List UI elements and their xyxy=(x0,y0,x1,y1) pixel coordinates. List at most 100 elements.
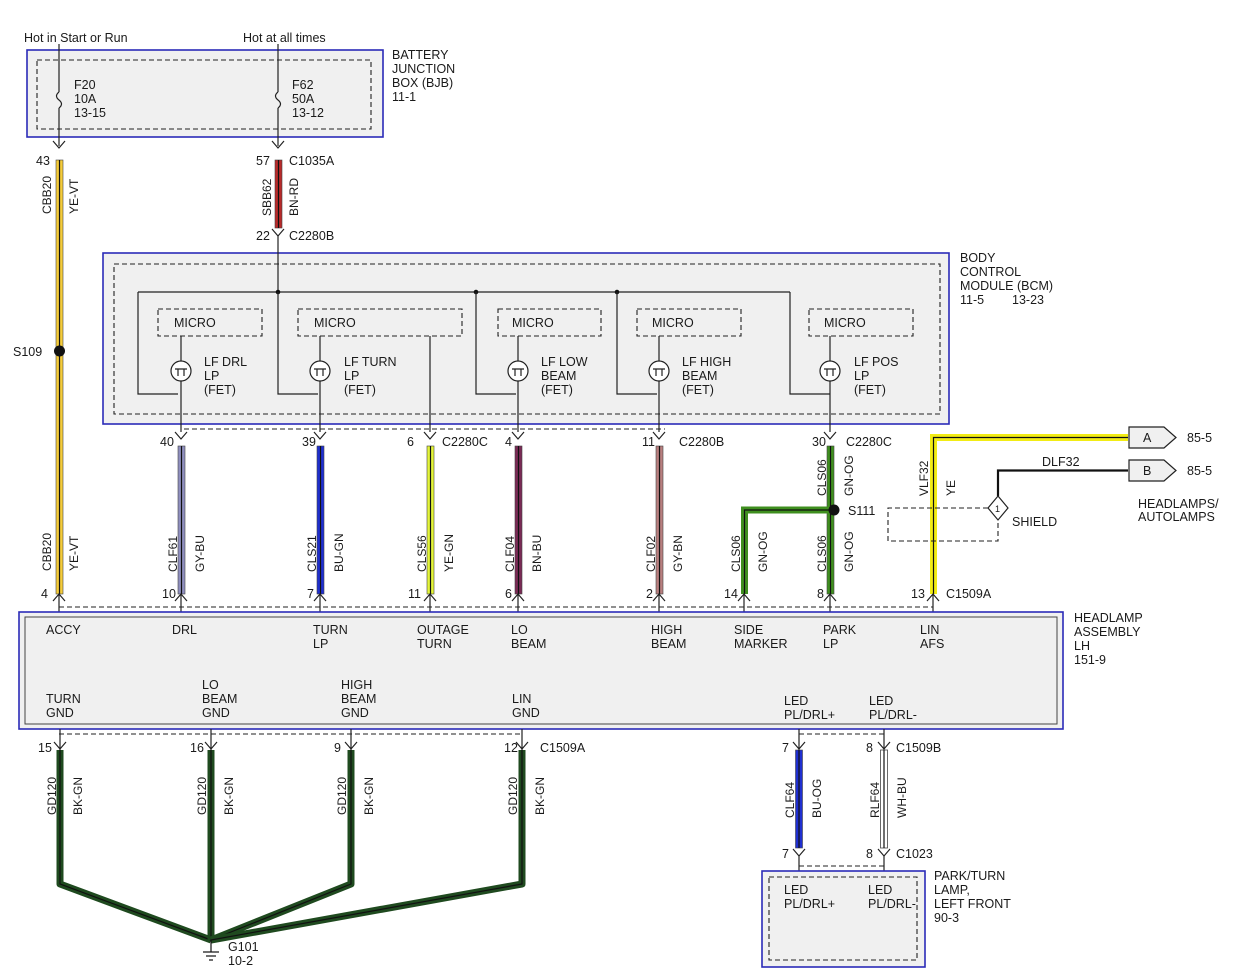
fet-high-label-2: BEAM xyxy=(682,369,717,383)
pin-39: 39 xyxy=(302,435,316,449)
wire-label-cbb20-top: CBB20 xyxy=(40,176,54,214)
hl-in-lo-1: LO xyxy=(511,623,528,637)
fet-pos-label-3: (FET) xyxy=(854,383,886,397)
splice-s109-dot xyxy=(54,345,65,357)
pin-arrow xyxy=(792,848,806,857)
wire-color-gn-og-top: GN-OG xyxy=(842,455,856,496)
connector-c2280c-b: C2280C xyxy=(846,435,892,449)
hl-out-minus-1: LED xyxy=(869,694,893,708)
pin-40: 40 xyxy=(160,435,174,449)
fuse-f62-symbol xyxy=(274,91,282,109)
hl-in-park-1: PARK xyxy=(823,623,857,637)
park-lamp-name-3: LEFT FRONT xyxy=(934,897,1011,911)
ground-name: G101 xyxy=(228,940,259,954)
headlamp-name-1: HEADLAMP xyxy=(1074,611,1143,625)
wire-dlf32-black xyxy=(996,469,1128,496)
wire-color-wh-bu: WH-BU xyxy=(895,777,909,818)
fet-drl-label-1: LF DRL xyxy=(204,355,247,369)
fuse-f20-symbol xyxy=(55,91,63,109)
source-label-start-run: Hot in Start or Run xyxy=(24,31,128,45)
pin-arrow xyxy=(204,741,218,750)
fet-low-icon xyxy=(507,360,529,382)
hl-in-turn-1: TURN xyxy=(313,623,348,637)
wire-color-gy-bu: GY-BU xyxy=(193,535,207,572)
wire-color-bn-bu: BN-BU xyxy=(530,535,544,572)
pin-11: 11 xyxy=(642,435,655,449)
connector-b-letter: B xyxy=(1143,464,1151,478)
wire-color-ye-gn: YE-GN xyxy=(442,534,456,572)
wire-color-bk-gn-3: BK-GN xyxy=(362,777,376,815)
hl-out-minus-2: PL/DRL- xyxy=(869,708,917,722)
hl-gnd-high-1: HIGH xyxy=(341,678,372,692)
connector-c1035a: C1035A xyxy=(289,154,335,168)
pin-g12: 12 xyxy=(504,741,518,755)
wire-label-cls56: CLS56 xyxy=(415,535,429,572)
wire-label-cls21: CLS21 xyxy=(305,535,319,572)
bjb-name-3: BOX (BJB) xyxy=(392,76,453,90)
pin-arrow xyxy=(515,741,529,750)
fet-turn-label-3: (FET) xyxy=(344,383,376,397)
wire-color-bk-gn-4: BK-GN xyxy=(533,777,547,815)
hl-in-high-2: BEAM xyxy=(651,637,686,651)
fuse-f62-label: F62 xyxy=(292,78,314,92)
hl-in-accy: ACCY xyxy=(46,623,81,637)
fet-low-label-3: (FET) xyxy=(541,383,573,397)
pin-arrow xyxy=(271,140,285,149)
fet-drl-feed xyxy=(137,292,178,395)
pin-o7: 7 xyxy=(782,741,789,755)
wire-color-ye: YE xyxy=(944,480,958,496)
micro-box-5 xyxy=(808,308,914,337)
pin-h14: 14 xyxy=(724,587,738,601)
pin-57: 57 xyxy=(256,154,270,168)
connector-a-ref: 85-5 xyxy=(1187,431,1212,445)
wire-label-clf02: CLF02 xyxy=(644,536,658,572)
pin-h8: 8 xyxy=(817,587,824,601)
hl-gnd-lin-1: LIN xyxy=(512,692,531,706)
wire-label-rlf64: RLF64 xyxy=(868,782,882,818)
wire-color-ye-vt-top: YE-VT xyxy=(67,178,81,214)
hl-in-turn-2: LP xyxy=(313,637,328,651)
hl-in-outage-1: OUTAGE xyxy=(417,623,469,637)
pin-h11: 11 xyxy=(408,587,421,601)
wire-label-sbb62: SBB62 xyxy=(260,178,274,216)
bcm-name-3: MODULE (BCM) xyxy=(960,279,1053,293)
bjb-inner xyxy=(36,59,372,130)
fuse-f20-ref: 13-15 xyxy=(74,106,106,120)
bcm-inner xyxy=(113,263,941,415)
park-lamp-box xyxy=(761,870,926,968)
hl-in-outage-2: TURN xyxy=(417,637,452,651)
pin-arrow xyxy=(344,741,358,750)
wire-label-cls06-top: CLS06 xyxy=(815,459,829,496)
fet-high-label-1: LF HIGH xyxy=(682,355,731,369)
connector-c1509b: C1509B xyxy=(896,741,941,755)
park-lamp-inner xyxy=(768,876,918,961)
park-pin-minus-1: LED xyxy=(868,883,892,897)
fet-pos-label-1: LF POS xyxy=(854,355,898,369)
bcm-ref-2: 13-23 xyxy=(1012,293,1044,307)
fet-turn-label-2: LP xyxy=(344,369,359,383)
hl-gnd-lin-2: GND xyxy=(512,706,540,720)
wire-label-vlf32: VLF32 xyxy=(917,460,931,496)
fet-drl-label-2: LP xyxy=(204,369,219,383)
micro-box-1 xyxy=(157,308,263,337)
headlamp-name-2: ASSEMBLY xyxy=(1074,625,1141,639)
hl-gnd-lo-2: BEAM xyxy=(202,692,237,706)
connector-c1509a-top: C1509A xyxy=(946,587,992,601)
fet-low-label-2: BEAM xyxy=(541,369,576,383)
connector-b-icon xyxy=(1128,459,1177,482)
park-lamp-name-2: LAMP, xyxy=(934,883,970,897)
wire-label-gd120-2: GD120 xyxy=(195,777,209,815)
connector-b-ref: 85-5 xyxy=(1187,464,1212,478)
hl-gnd-high-2: BEAM xyxy=(341,692,376,706)
pin-arrow xyxy=(792,741,806,750)
park-pin-plus-1: LED xyxy=(784,883,808,897)
fet-low-label-1: LF LOW xyxy=(541,355,588,369)
wire-color-bu-gn: BU-GN xyxy=(332,533,346,572)
fuse-f20-rating: 10A xyxy=(74,92,97,106)
pin-h10: 10 xyxy=(162,587,176,601)
park-lamp-name-1: PARK/TURN xyxy=(934,869,1005,883)
park-pin-plus-2: PL/DRL+ xyxy=(784,897,835,911)
pin-arrow xyxy=(174,431,188,440)
hl-in-drl: DRL xyxy=(172,623,197,637)
fet-drl-label-3: (FET) xyxy=(204,383,236,397)
